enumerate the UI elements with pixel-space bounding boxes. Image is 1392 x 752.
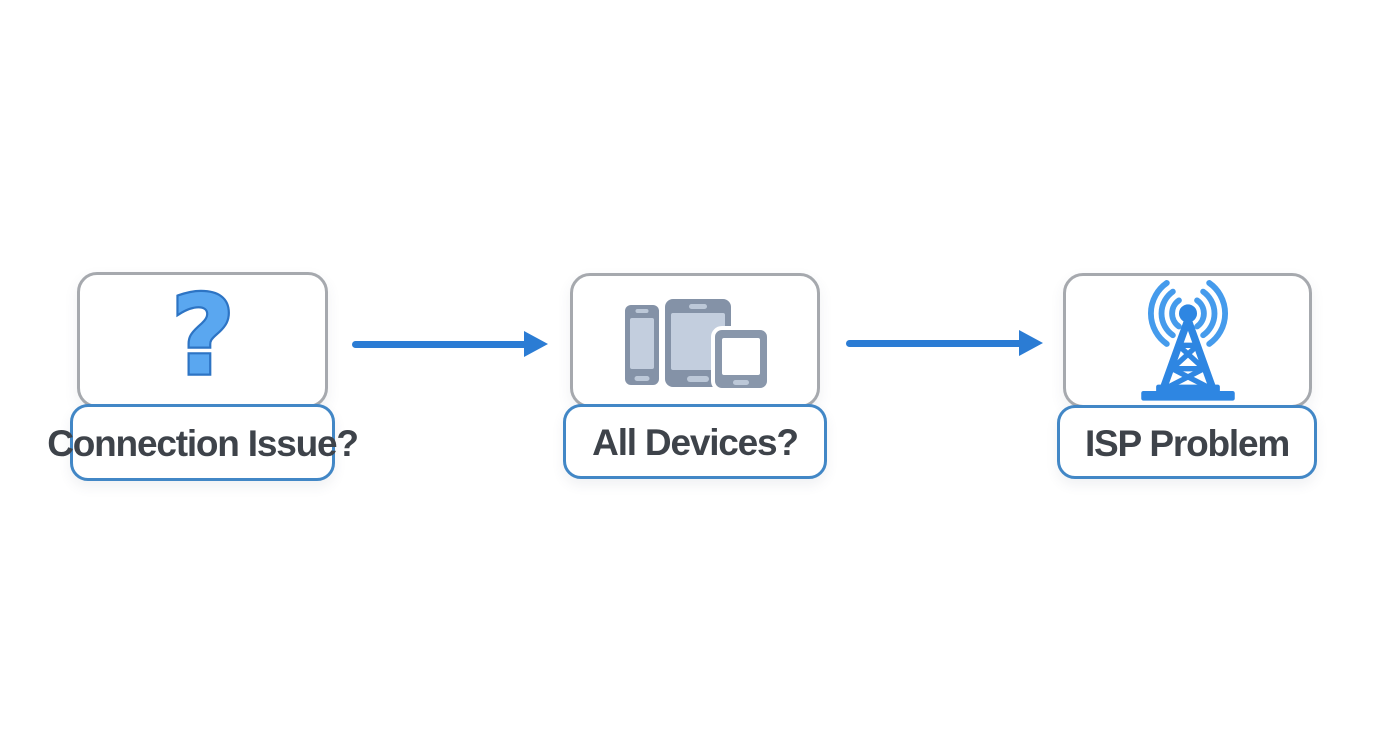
phone-home-button — [634, 376, 650, 381]
question-mark-icon: ? — [168, 281, 236, 399]
signal-waves-left — [1147, 280, 1182, 347]
node-label: Connection Issue? — [47, 423, 359, 464]
question-mark-glyph: ? — [171, 281, 235, 399]
arrow-shaft — [846, 340, 1023, 347]
phone-speaker — [635, 309, 649, 313]
connection-issue-label-box: Connection Issue? — [47, 404, 359, 481]
phone-icon — [625, 305, 659, 385]
radio-tower-icon — [1140, 280, 1235, 401]
isp-problem-icon-box — [1063, 273, 1312, 408]
phone-screen — [630, 318, 654, 369]
arrow-connector-2 — [846, 330, 1043, 356]
tower-structure — [1140, 304, 1235, 401]
arrow-connector-1 — [352, 331, 548, 357]
tablet-camera-bar — [689, 304, 707, 309]
node-label: All Devices? — [592, 422, 799, 463]
isp-problem-label-box: ISP Problem — [1057, 405, 1317, 479]
small-tablet-screen — [722, 338, 760, 375]
small-tablet-home-button — [733, 380, 749, 385]
all-devices-icon-box — [570, 273, 820, 408]
devices-icon — [621, 296, 781, 392]
all-devices-label-box: All Devices? — [563, 404, 827, 479]
node-label: ISP Problem — [1084, 422, 1290, 464]
arrow-shaft — [352, 341, 528, 348]
small-tablet-icon — [711, 326, 771, 392]
tablet-home-button — [687, 376, 709, 382]
connection-issue-icon-box: ? — [77, 272, 328, 408]
arrow-head-icon — [1019, 330, 1043, 356]
signal-waves-right — [1193, 280, 1228, 347]
arrow-head-icon — [524, 331, 548, 357]
